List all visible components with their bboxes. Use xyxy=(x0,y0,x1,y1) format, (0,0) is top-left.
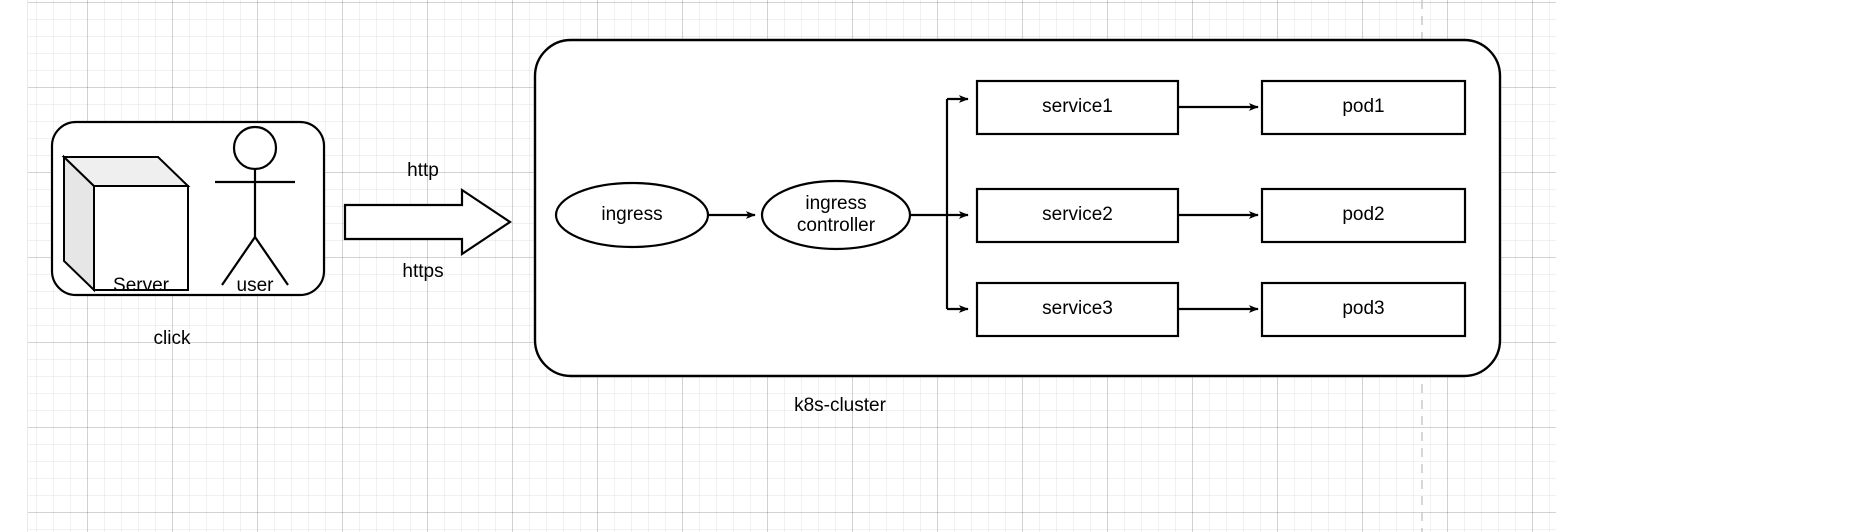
pod-label-3: pod3 xyxy=(1342,298,1385,319)
ingress-label: ingress xyxy=(601,204,663,225)
service-label-1: service1 xyxy=(1042,96,1113,117)
pod-box-2 xyxy=(1260,187,1467,244)
pod-box-3 xyxy=(1260,281,1467,338)
https-label: https xyxy=(402,261,444,282)
ingress-ellipse xyxy=(554,181,710,249)
canvas-left-margin xyxy=(0,0,28,532)
pod-label-1: pod1 xyxy=(1342,96,1385,117)
k8s-cluster-label: k8s-cluster xyxy=(794,395,886,416)
server-cube-icon xyxy=(61,154,191,293)
pod-box-1 xyxy=(1260,79,1467,136)
service-box-2 xyxy=(975,187,1180,244)
click-label: click xyxy=(153,328,191,349)
user-label: user xyxy=(236,275,274,296)
pod-label-2: pod2 xyxy=(1342,204,1385,225)
ingress-controller-ellipse xyxy=(760,179,912,251)
service-label-3: service3 xyxy=(1042,298,1113,319)
canvas-right-margin xyxy=(1556,0,1868,532)
user-stick-figure-icon xyxy=(215,125,295,286)
service-label-2: service2 xyxy=(1042,204,1113,225)
server-label: Server xyxy=(113,275,169,296)
block-arrow xyxy=(343,187,512,257)
ingress-controller-label-line2: controller xyxy=(796,215,876,236)
http-label: http xyxy=(407,160,439,181)
ingress-controller-label-line1: ingress xyxy=(805,193,867,214)
